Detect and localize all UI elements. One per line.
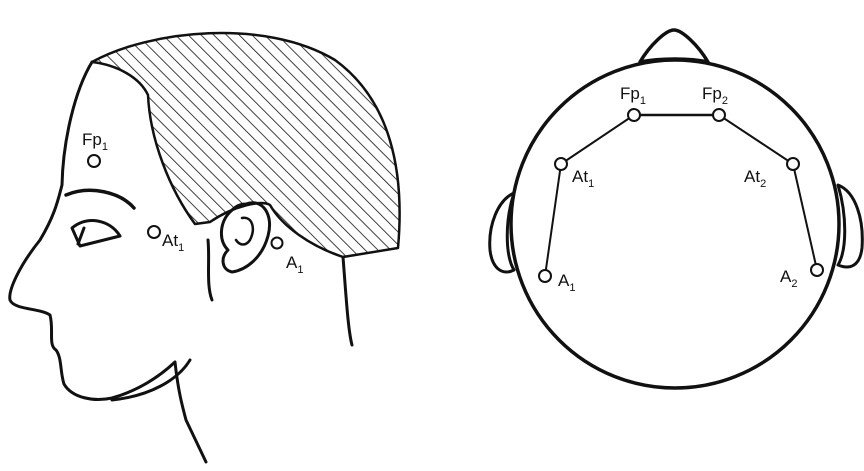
electrode-marker <box>787 158 799 170</box>
electrode-marker <box>539 270 551 282</box>
side-electrode-at1: At1 <box>148 226 184 254</box>
side-electrode-fp1: Fp1 <box>82 130 108 167</box>
electrode-label: A1 <box>286 253 303 276</box>
electrode-marker <box>811 264 823 276</box>
nose <box>640 30 708 62</box>
side-electrode-a1: A1 <box>272 238 304 277</box>
electrode-label: At1 <box>162 231 184 254</box>
brow <box>66 190 134 208</box>
side-view-head <box>10 33 400 462</box>
electrode-marker <box>555 158 567 170</box>
ear <box>221 203 269 272</box>
hair-region <box>92 33 400 257</box>
lower-head <box>208 240 212 300</box>
electrode-label: Fp1 <box>82 130 108 153</box>
electrode-marker <box>148 226 160 238</box>
top-view-head <box>490 30 863 388</box>
electrode-marker <box>272 238 283 249</box>
ear-inner <box>236 218 253 245</box>
electrode-marker <box>628 109 640 121</box>
electrode-marker <box>713 109 725 121</box>
electrode-marker <box>88 155 100 167</box>
neck-back <box>343 257 352 345</box>
eye-lid <box>78 228 84 244</box>
head-outline <box>511 60 839 388</box>
right-ear <box>838 185 862 267</box>
